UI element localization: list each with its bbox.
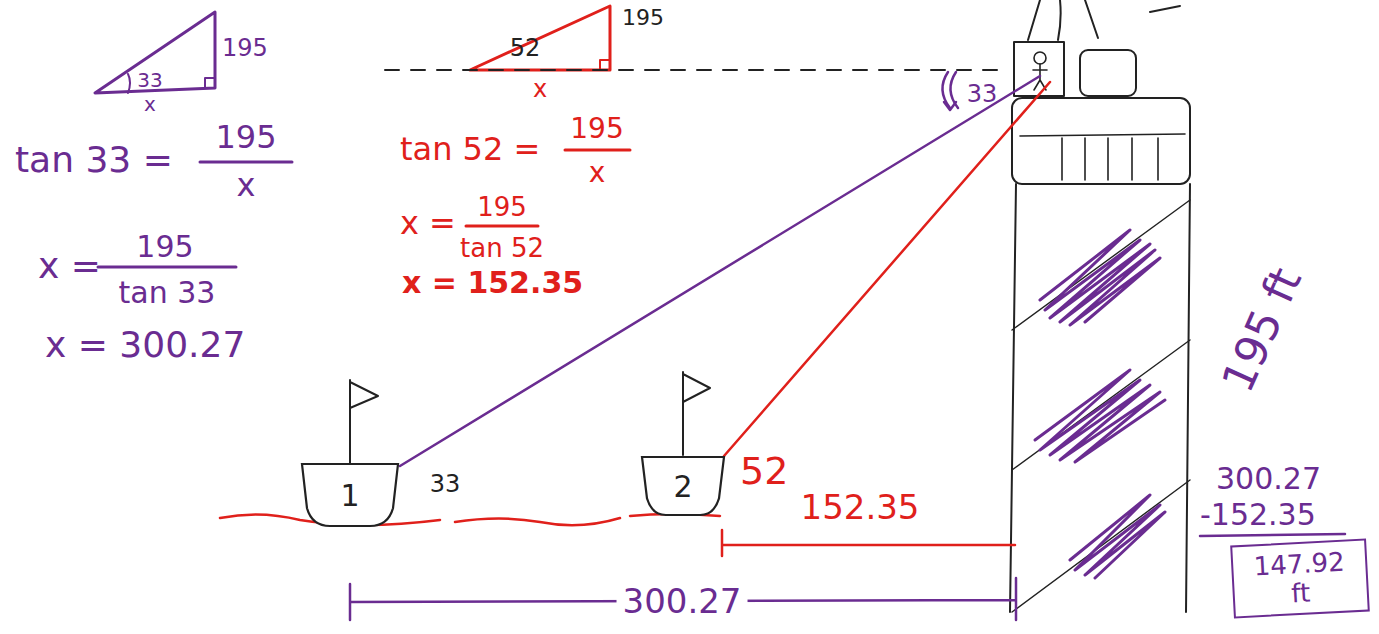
- triangle-sketch: [95, 12, 215, 93]
- math-text: 52: [740, 451, 788, 493]
- math-text: x =: [400, 206, 456, 241]
- observer-figure: [1033, 52, 1047, 90]
- lighthouse-roof: [1028, 0, 1180, 40]
- boat-number: 1: [340, 479, 359, 512]
- distance-label: 300.27: [617, 583, 748, 620]
- boat-mast: [350, 380, 378, 464]
- math-text: tan 52 =: [400, 132, 540, 167]
- fraction-bar: [98, 266, 236, 269]
- math-text: 300.27: [1216, 462, 1321, 495]
- math-text: -152.35: [1200, 498, 1316, 531]
- sight-line: [724, 82, 1050, 456]
- boat-hull-outline: [642, 457, 724, 515]
- math-text: x: [589, 158, 606, 189]
- lighthouse-window: [1080, 50, 1136, 96]
- answer-text: 147.92 ft: [1243, 547, 1358, 610]
- math-text: 195: [222, 35, 268, 61]
- boat-hull: 2: [640, 455, 726, 517]
- right-angle-mark: [205, 78, 215, 88]
- fraction-bar: [200, 161, 292, 164]
- dimension-line: [350, 578, 1016, 620]
- lighthouse-body: [1010, 184, 1190, 612]
- distance-label: 152.35: [801, 489, 920, 526]
- lighthouse-gallery: [1012, 98, 1190, 184]
- math-text: 195: [622, 6, 664, 30]
- sight-line: [400, 76, 1040, 466]
- boat-hull-outline: [302, 464, 398, 526]
- fraction-bar: [565, 149, 630, 152]
- math-text: tan 33: [119, 276, 216, 309]
- math-text: tan 33 =: [15, 140, 173, 180]
- fraction-bar: [466, 225, 538, 228]
- dimension-line: [722, 530, 1015, 556]
- water-line: [455, 518, 620, 525]
- boat-mast: [683, 372, 710, 455]
- math-text: x =: [38, 246, 101, 286]
- stripe-scribble: [1035, 230, 1165, 578]
- angle-arrow: [944, 102, 956, 110]
- math-text: 33: [137, 69, 162, 91]
- math-text: x = 300.27: [45, 325, 245, 365]
- math-text: 33: [430, 471, 461, 497]
- boat-number: 2: [673, 470, 692, 503]
- angle-arc: [128, 74, 130, 93]
- math-text: x = 152.35: [402, 266, 583, 299]
- triangle-sketch: [470, 6, 610, 70]
- math-text: x: [533, 76, 547, 102]
- math-text: 33: [967, 81, 998, 107]
- subtraction-line: [1200, 534, 1345, 536]
- math-text: 52: [510, 35, 541, 61]
- math-text: 195: [570, 114, 623, 145]
- height-label: 195 ft: [1213, 261, 1310, 399]
- math-text: 195: [477, 193, 527, 222]
- stripe-edge: [1012, 200, 1190, 612]
- answer-box: 147.92 ft: [1230, 538, 1370, 618]
- math-text: x: [144, 93, 156, 115]
- horizontal-line: [385, 69, 1008, 71]
- math-text: x: [237, 168, 256, 203]
- math-text: 195: [215, 120, 276, 155]
- right-angle-mark: [600, 60, 610, 70]
- math-text: tan 52: [460, 234, 544, 263]
- boat-hull: 1: [300, 462, 400, 528]
- math-text: 195: [136, 230, 193, 263]
- gallery-rails: [1020, 134, 1185, 180]
